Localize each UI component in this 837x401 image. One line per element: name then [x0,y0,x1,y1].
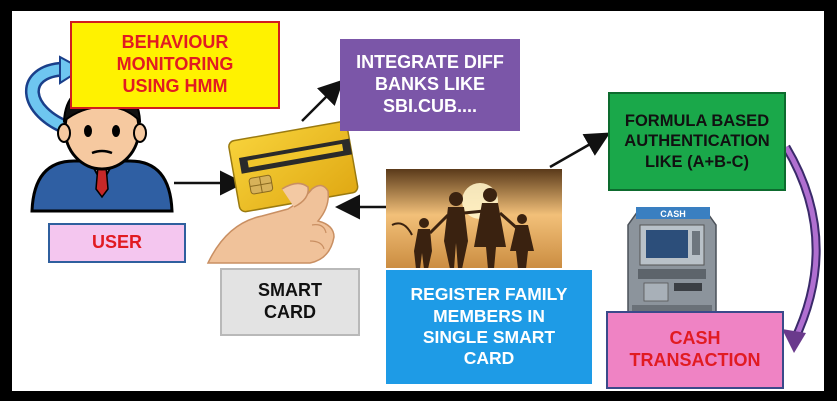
formula-line-3: LIKE (A+B-C) [644,152,750,171]
integrate-banks-box: INTEGRATE DIFF BANKS LIKE SBI.CUB.... [340,39,520,131]
integrate-line-1: INTEGRATE DIFF [356,52,504,73]
diagram-artwork: CASH [25,55,821,353]
user-box: USER [48,223,186,263]
behaviour-monitoring-box: BEHAVIOUR MONITORING USING HMM [70,21,280,109]
diagram-canvas: CASH BEHAVIOUR MONITORING USING HM [12,11,824,391]
register-line-3: SINGLE SMART [422,327,556,347]
atm-machine-image: CASH [627,207,717,314]
formula-authentication-box: FORMULA BASED AUTHENTICATION LIKE (A+B-C… [608,92,786,191]
smart-card-box: SMART CARD [220,268,360,336]
register-family-box: REGISTER FAMILY MEMBERS IN SINGLE SMART … [384,268,594,386]
integrate-line-3: SBI.CUB.... [382,95,477,116]
cash-line-1: CASH [669,328,721,349]
behaviour-line-2: MONITORING [116,54,234,75]
formula-line-1: FORMULA BASED [624,112,770,131]
behaviour-line-3: USING HMM [122,75,228,96]
register-line-2: MEMBERS IN [433,305,545,326]
integrate-line-2: BANKS LIKE [374,74,485,95]
smart-card-line-1: SMART [258,280,322,301]
register-line-4: CARD [463,348,515,369]
user-label: USER [91,232,142,253]
arrow-card-to-banks [301,79,344,122]
formula-to-cash-curve-arrow [782,144,821,353]
behaviour-line-1: BEHAVIOUR [121,32,229,53]
atm-cash-label: CASH [660,209,686,219]
family-photo-image [386,169,562,271]
arrow-family-to-formula [549,132,611,169]
smart-card-line-2: CARD [264,302,316,322]
formula-line-2: AUTHENTICATION [624,132,770,151]
smart-card-image [206,121,359,264]
cash-transaction-box: CASH TRANSACTION [606,311,784,389]
cash-line-2: TRANSACTION [629,350,761,370]
register-line-1: REGISTER FAMILY [410,284,568,305]
